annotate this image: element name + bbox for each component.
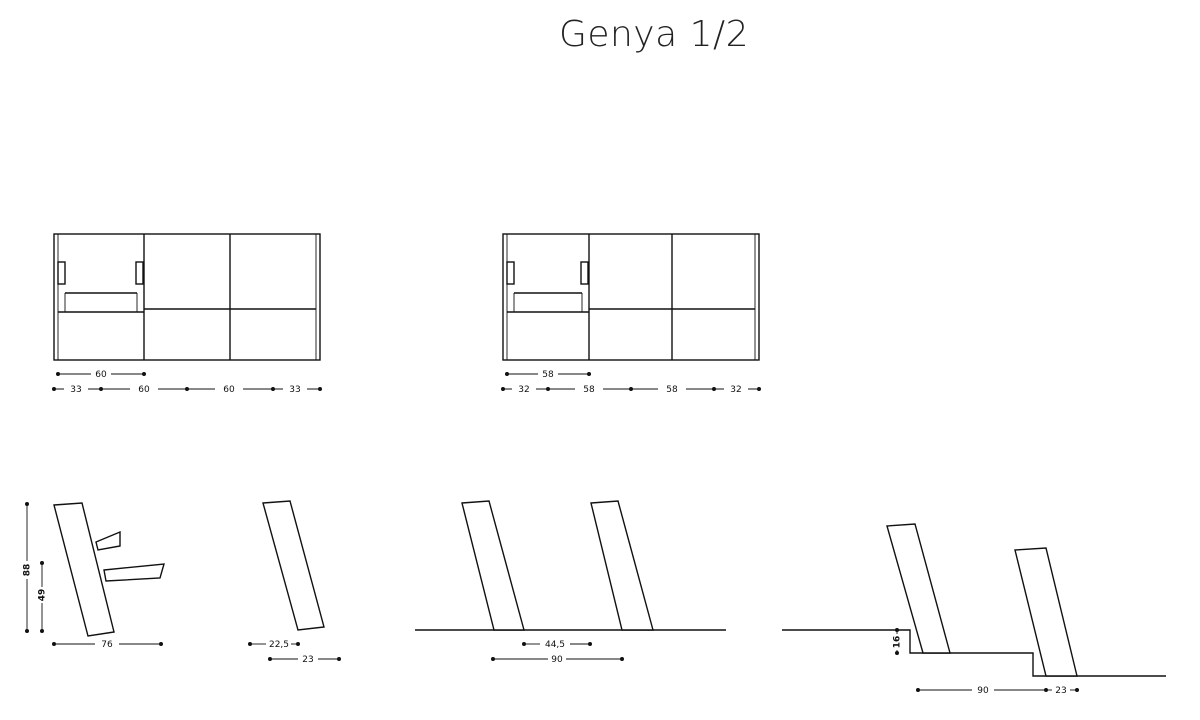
- side-view-back: [262, 500, 325, 631]
- dim-label: 58: [583, 385, 595, 395]
- dim-label: 33: [70, 385, 81, 395]
- dim-label: 88: [23, 564, 33, 577]
- dim-label: 60: [95, 370, 107, 380]
- side-dims-armchair: 88 49 76: [23, 502, 163, 650]
- dim-label: 58: [542, 370, 554, 380]
- dim-label: 32: [518, 385, 529, 395]
- dim-label: 60: [138, 385, 150, 395]
- side-dims-step: 16 90 23: [893, 628, 1079, 696]
- front-view-b: [502, 233, 760, 361]
- page-title: Genya 1/2: [558, 14, 750, 55]
- dim-label: 23: [302, 655, 313, 665]
- dim-label: 22,5: [269, 640, 289, 650]
- dim-label: 90: [977, 686, 989, 696]
- dim-label: 33: [289, 385, 300, 395]
- side-view-double: [415, 500, 726, 631]
- front-view-a: [53, 233, 321, 361]
- front-dims-a: 60 33 60 60 33: [52, 370, 322, 395]
- dim-label: 44,5: [545, 640, 565, 650]
- dim-label: 60: [223, 385, 235, 395]
- dim-label: 58: [666, 385, 678, 395]
- dim-label: 32: [730, 385, 741, 395]
- front-dims-b: 58 32 58 58 32: [501, 370, 761, 395]
- side-dims-back: 22,5 23: [248, 640, 341, 665]
- dim-label: 76: [101, 640, 113, 650]
- dim-label: 16: [893, 636, 903, 649]
- side-dims-double: 44,5 90: [491, 640, 624, 665]
- side-view-step: [782, 523, 1166, 677]
- side-view-armchair: [53, 502, 165, 637]
- dim-label: 90: [551, 655, 563, 665]
- dim-label: 23: [1055, 686, 1066, 696]
- dim-label: 49: [38, 589, 48, 602]
